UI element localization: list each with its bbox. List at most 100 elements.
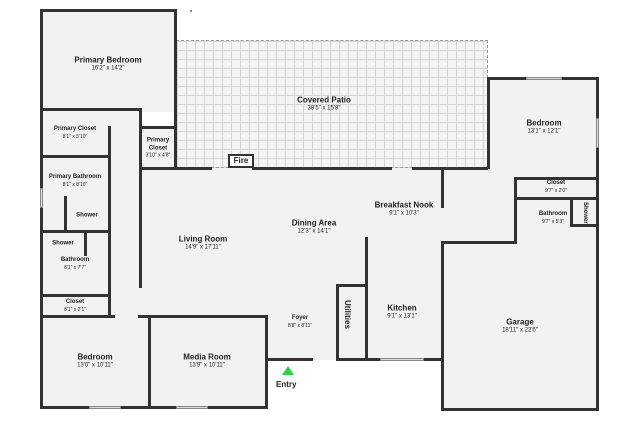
wall	[596, 77, 599, 411]
room-dimensions: 14'9" x 17'11"	[185, 244, 221, 251]
window	[380, 358, 424, 361]
room-label-garage: Garage 18'11" x 22'6"	[502, 317, 538, 335]
room-label-bedroom-bottom: Bedroom 13'0" x 10'11"	[77, 352, 113, 370]
floor-left-wing	[41, 112, 142, 318]
room-name: Primary	[146, 137, 170, 144]
room-name: Covered Patio	[297, 95, 351, 105]
room-label-dining-area: Dining Area 12'3" x 14'1"	[292, 218, 337, 236]
room-dimensions: 8'1" x 7'7"	[64, 264, 86, 271]
wall	[40, 155, 110, 158]
covered-patio-area	[176, 40, 488, 168]
room-label-media-room: Media Room 13'9" x 10'11"	[183, 352, 231, 370]
room-label-bathroom-right: Bathroom 9'7" x 5'3"	[539, 211, 567, 225]
room-label-utilities: Utilities	[343, 300, 352, 329]
room-dimensions: 13'9" x 10'11"	[189, 362, 225, 369]
entry-label: Entry	[276, 380, 297, 389]
wall	[108, 126, 111, 316]
room-label-shower-primary: Shower	[76, 212, 98, 220]
wall	[441, 241, 516, 244]
room-label-foyer: Foyer 8'8" x 8'11"	[288, 315, 312, 329]
room-name: Closet	[546, 180, 566, 187]
wall	[265, 315, 268, 409]
room-name: Dining Area	[291, 218, 337, 228]
wall	[40, 108, 142, 111]
wall	[365, 237, 368, 360]
window	[596, 118, 599, 148]
window	[526, 77, 562, 80]
room-label-primary-bathroom: Primary Bathroom 8'1" x 8'10"	[49, 174, 101, 188]
room-dimensions: 8'8" x 8'11"	[287, 322, 313, 329]
room-dimensions: 8'1" x 2'1"	[64, 306, 86, 313]
room-label-breakfast-nook: Breakfast Nook 9'1" x 10'3"	[375, 200, 434, 218]
wall	[40, 315, 115, 318]
wall	[138, 315, 268, 318]
wall	[148, 315, 151, 409]
floor-bottom-rooms	[41, 315, 266, 408]
wall	[570, 197, 573, 225]
room-dimensions: 16'2" x 14'2"	[91, 65, 125, 72]
wall	[570, 224, 598, 227]
wall	[441, 168, 444, 208]
floor-bedroom-right	[488, 78, 598, 178]
room-name: Bedroom	[526, 118, 562, 128]
wall	[336, 284, 366, 287]
room-label-shower-right: Shower	[582, 202, 588, 224]
wall	[441, 408, 599, 411]
room-dimensions: 12'3" x 14'1"	[297, 228, 331, 235]
room-name: Bathroom	[60, 257, 90, 264]
room-dimensions: 3'10" x 4'8"	[145, 152, 171, 159]
wall	[40, 9, 177, 12]
room-label-living-room: Living Room 14'9" x 17'11"	[179, 234, 227, 252]
wall	[40, 230, 110, 233]
room-name: Closet	[65, 299, 85, 306]
wall	[64, 196, 67, 232]
room-dimensions: 9'1" x 13'1"	[387, 313, 417, 320]
room-name: Primary Bathroom	[48, 174, 102, 181]
room-dimensions: 8'1" x 5'10"	[62, 133, 88, 140]
window	[40, 188, 43, 208]
room-name: Garage	[506, 317, 534, 327]
room-dimensions: 13'0" x 10'11"	[77, 362, 113, 369]
wall	[514, 177, 598, 180]
fireplace: Fire	[228, 154, 254, 168]
room-label-primary-closet-small: Primary Closet 3'10" x 4'8"	[146, 137, 171, 158]
wall	[487, 77, 490, 169]
wall	[40, 406, 268, 409]
room-dimensions: 9'7" x 5'3"	[542, 218, 564, 225]
entry-arrow-icon	[282, 366, 294, 375]
room-label-bedroom-right: Bedroom 13'1" x 12'1"	[526, 118, 561, 136]
room-name: Primary Bedroom	[74, 55, 142, 65]
room-dimensions: 38'5" x 15'8"	[307, 105, 341, 112]
room-name: Bedroom	[77, 352, 113, 362]
room-dimensions: 18'11" x 22'6"	[502, 327, 538, 334]
room-label-kitchen: Kitchen 9'1" x 13'1"	[387, 303, 417, 321]
wall	[84, 232, 87, 256]
room-dimensions: 13'1" x 12'1"	[527, 128, 561, 135]
floor-right-wing	[442, 168, 598, 410]
window	[89, 406, 121, 409]
wall	[40, 294, 110, 297]
wall	[142, 167, 212, 170]
room-dimensions: 9'7" x 2'0"	[545, 187, 567, 194]
room-name: Bathroom	[538, 211, 568, 218]
room-label-covered-patio: Covered Patio 38'5" x 15'8"	[297, 95, 351, 113]
room-name: Foyer	[291, 315, 309, 322]
room-label-primary-closet: Primary Closet 8'1" x 5'10"	[54, 126, 96, 140]
room-name: Closet	[148, 144, 168, 151]
wall	[40, 9, 43, 409]
wall	[514, 197, 598, 200]
room-name: Living Room	[178, 234, 228, 244]
room-name: Media Room	[183, 352, 231, 362]
room-name: Kitchen	[387, 303, 417, 313]
window	[176, 406, 208, 409]
room-name: Shower	[76, 212, 98, 219]
wall	[336, 284, 339, 360]
window	[190, 10, 192, 12]
wall	[139, 126, 175, 129]
wall	[174, 9, 177, 169]
wall	[265, 358, 313, 361]
room-label-bathroom-hall: Bathroom 8'1" x 7'7"	[61, 257, 89, 271]
wall	[252, 167, 392, 170]
wall	[514, 178, 517, 244]
